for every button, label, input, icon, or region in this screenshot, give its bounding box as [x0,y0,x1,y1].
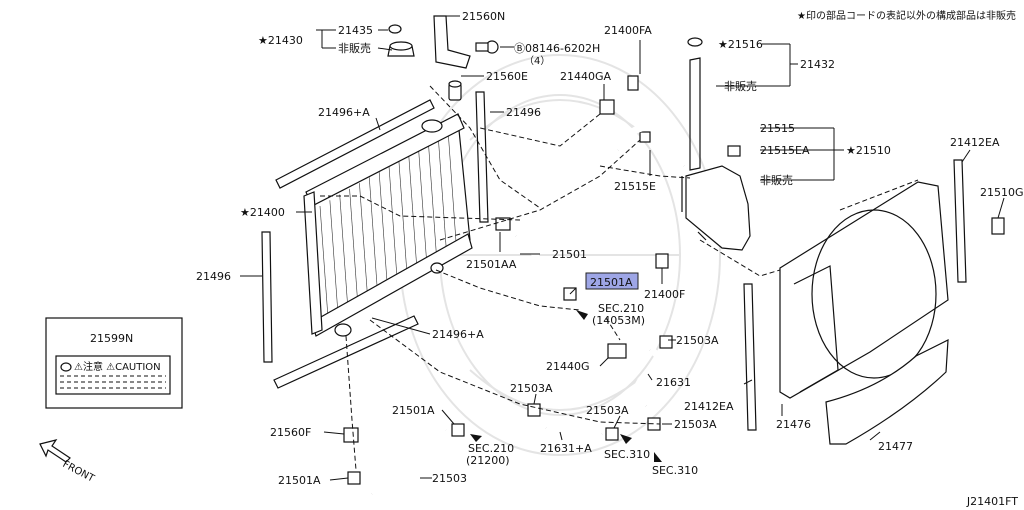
front-label: FRONT [61,459,97,485]
label-sec210-a-sub: (14053M) [592,314,645,327]
highlight-box [585,272,639,290]
radiator-fin [349,188,358,301]
label-21476[interactable]: 21476 [776,418,811,431]
label-sec210-b-sub: (21200) [466,454,510,467]
label-21412EA-bottom[interactable]: 21412EA [684,400,734,413]
radiator-fin [388,165,398,279]
fan-shroud [779,181,949,399]
leader-lines [240,15,1005,481]
label-21560E[interactable]: 21560E [486,70,528,83]
label-21496-left[interactable]: 21496 [196,270,231,283]
label-hihanbai-c: 非販売 [760,174,793,187]
caution-label-box [45,317,183,409]
label-21631plusA[interactable]: 21631+A [540,442,592,455]
label-21496plusA-top[interactable]: 21496+A [318,106,370,119]
lower-shroud [825,338,949,445]
label-21515[interactable]: 21515 [760,122,795,135]
radiator-fin [408,154,418,267]
label-21501A-3[interactable]: 21501A [278,474,321,487]
label-21440GA[interactable]: 21440GA [560,70,612,83]
caution-text: ⚠注意 ⚠CAUTION [74,360,161,373]
assembly-lines [320,85,919,471]
label-21412EA-top[interactable]: 21412EA [950,136,1000,149]
label-21400[interactable]: ★21400 [240,206,285,219]
radiator-cap [387,24,415,57]
label-21503A-2[interactable]: 21503A [510,382,553,395]
label-21430[interactable]: ★21430 [258,34,303,47]
label-21560F[interactable]: 21560F [270,426,311,439]
label-21516[interactable]: ★21516 [718,38,763,51]
radiator-fin [329,200,339,313]
part-labels: 21435 ★21430 非販売 21560N Ⓑ08146-6202H （4）… [196,10,1024,487]
label-bolt[interactable]: Ⓑ08146-6202H [514,42,600,55]
label-21503A-4[interactable]: 21503A [674,418,717,431]
radiator-fin [437,137,447,250]
radiator-fin [428,143,437,256]
label-21496-top[interactable]: 21496 [506,106,541,119]
label-21435[interactable]: 21435 [338,24,373,37]
watermark-emblem [399,54,721,456]
label-21515E[interactable]: 21515E [614,180,656,193]
label-sec310-a[interactable]: SEC.310 [604,448,650,461]
label-21501[interactable]: 21501 [552,248,587,261]
radiator-fin [319,205,329,319]
radiator-fin [359,183,368,296]
label-21501AA[interactable]: 21501AA [466,258,517,271]
diagram-id: J21401FT [966,495,1018,508]
radiator-fin [339,194,349,307]
label-sec310-b[interactable]: SEC.310 [652,464,698,477]
radiator-core [303,113,473,337]
label-21400F[interactable]: 21400F [644,288,685,301]
label-21510G[interactable]: 21510G [980,186,1024,199]
label-21501A-highlighted[interactable]: 21501A [590,276,633,289]
radiator-fin [447,131,457,244]
small-clips [343,75,1005,485]
reservoir-tank [681,37,751,251]
label-21515EA[interactable]: 21515EA [760,144,810,157]
label-21501A-2[interactable]: 21501A [392,404,435,417]
label-sec210-a[interactable]: SEC.210 [598,302,644,315]
front-arrow [39,439,71,463]
radiator-fin [378,171,388,284]
header-note: ★印の部品コードの表記以外の構成部品は非販売 [797,9,1016,22]
label-21560N[interactable]: 21560N [462,10,505,23]
caution-part-number: 21599N [90,332,133,345]
label-21496plusA-bottom[interactable]: 21496+A [432,328,484,341]
label-21400FA[interactable]: 21400FA [604,24,652,37]
label-hihanbai-a: 非販売 [338,42,371,55]
label-21510[interactable]: ★21510 [846,144,891,157]
label-sec210-b[interactable]: SEC.210 [468,442,514,455]
label-21503A-1[interactable]: 21503A [676,334,719,347]
radiator-fin [398,160,408,273]
label-21503A-3[interactable]: 21503A [586,404,629,417]
radiator-fin [418,148,427,261]
label-21631[interactable]: 21631 [656,376,691,389]
mount-insulator [448,80,462,101]
label-bolt-qty: （4） [524,55,550,67]
label-21432[interactable]: 21432 [800,58,835,71]
label-hihanbai-b: 非販売 [724,80,757,93]
section-arrows [470,310,662,462]
label-21503[interactable]: 21503 [432,472,467,485]
label-21440G[interactable]: 21440G [546,360,590,373]
radiator-fin [368,177,378,290]
label-21477[interactable]: 21477 [878,440,913,453]
mount-bracket [433,15,499,69]
